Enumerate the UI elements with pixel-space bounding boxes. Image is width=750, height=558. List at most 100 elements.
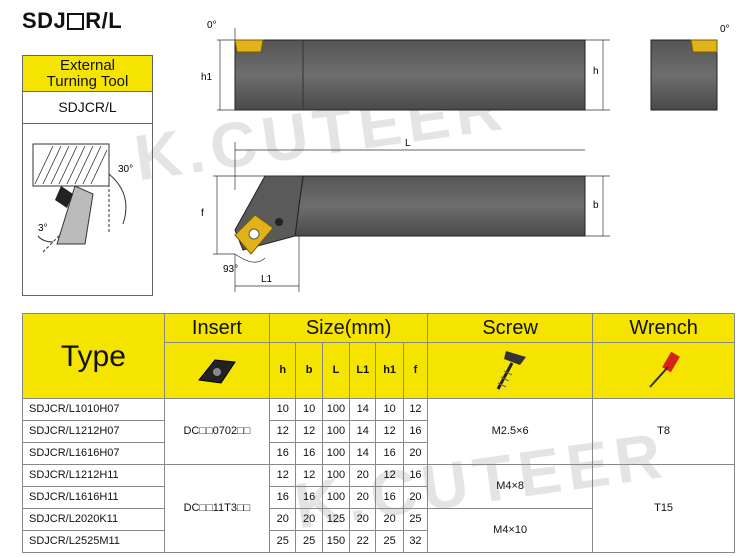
sub-f: f — [402, 342, 429, 399]
sub-b: b — [295, 342, 323, 399]
page-title: SDJ R/L — [22, 8, 122, 34]
cell-type: SDJCR/L2020K11 — [22, 508, 165, 531]
cell-f: 20 — [402, 442, 429, 465]
tool-drawing: h1 h 0° 0° L f b L1 93° — [201, 20, 730, 292]
cell-insert: DC□□11T3□□ — [163, 464, 271, 553]
cell-l: 100 — [321, 486, 351, 509]
tool-info-box: External Turning Tool SDJCR/L 30° 3° — [22, 55, 153, 296]
title-suffix: R/L — [85, 8, 123, 33]
cell-screw: M4×10 — [427, 508, 594, 553]
tool-category: External Turning Tool — [23, 56, 152, 92]
cell-h1: 12 — [375, 420, 404, 443]
screw-icon — [496, 350, 527, 390]
tool-model: SDJCR/L — [23, 92, 152, 124]
placeholder-box-icon — [67, 13, 85, 30]
cell-b: 10 — [295, 398, 323, 421]
cell-l1: 14 — [349, 420, 377, 443]
cell-screw: M4×8 — [427, 464, 594, 509]
cell-h: 12 — [269, 464, 297, 487]
dim-b: b — [593, 200, 599, 211]
cell-h: 20 — [269, 508, 297, 531]
header-insert: Insert — [163, 313, 271, 343]
cell-type: SDJCR/L2525M11 — [22, 530, 165, 553]
cell-h1: 12 — [375, 464, 404, 487]
cutting-angle-diagram: 30° 3° — [32, 143, 133, 253]
angle-93: 93° — [223, 264, 238, 275]
cell-l: 125 — [321, 508, 351, 531]
cell-h: 16 — [269, 486, 297, 509]
cell-f: 25 — [402, 508, 429, 531]
angle-3-label: 3° — [38, 223, 48, 234]
screw-image-cell — [427, 342, 594, 399]
cell-l: 100 — [321, 398, 351, 421]
tool-category-line2: Turning Tool — [46, 73, 129, 90]
cell-h1: 10 — [375, 398, 404, 421]
sub-h: h — [269, 342, 297, 399]
cell-insert: DC□□0702□□ — [163, 398, 271, 465]
cell-wrench: T15 — [592, 464, 735, 553]
cell-h: 12 — [269, 420, 297, 443]
cell-type: SDJCR/L1010H07 — [22, 398, 165, 421]
cell-l1: 20 — [349, 508, 377, 531]
sub-L1: L1 — [349, 342, 377, 399]
dim-h1: h1 — [201, 72, 213, 83]
header-type: Type — [22, 313, 165, 399]
title-prefix: SDJ — [22, 8, 67, 33]
header-wrench: Wrench — [592, 313, 735, 343]
cell-h1: 25 — [375, 530, 404, 553]
sub-h1: h1 — [375, 342, 404, 399]
cell-l: 100 — [321, 420, 351, 443]
cell-l1: 22 — [349, 530, 377, 553]
insert-image-cell — [163, 342, 271, 399]
cell-f: 20 — [402, 486, 429, 509]
cell-f: 32 — [402, 530, 429, 553]
dim-L: L — [405, 138, 411, 149]
insert-side — [234, 39, 264, 53]
cell-screw: M2.5×6 — [427, 398, 594, 465]
cell-b: 12 — [295, 420, 323, 443]
cell-f: 16 — [402, 420, 429, 443]
cell-h: 16 — [269, 442, 297, 465]
cell-l: 100 — [321, 442, 351, 465]
cell-l1: 14 — [349, 442, 377, 465]
cell-b: 25 — [295, 530, 323, 553]
dim-L1: L1 — [261, 274, 273, 285]
cell-b: 20 — [295, 508, 323, 531]
cell-l: 100 — [321, 464, 351, 487]
dim-h: h — [593, 66, 599, 77]
cell-f: 12 — [402, 398, 429, 421]
cell-l1: 14 — [349, 398, 377, 421]
header-size: Size(mm) — [269, 313, 429, 343]
cell-type: SDJCR/L1616H07 — [22, 442, 165, 465]
tool-category-line1: External — [59, 57, 116, 74]
cell-type: SDJCR/L1616H11 — [22, 486, 165, 509]
angle-30-label: 30° — [118, 164, 133, 175]
cell-b: 12 — [295, 464, 323, 487]
cell-h: 10 — [269, 398, 297, 421]
cell-l: 150 — [321, 530, 351, 553]
cell-l1: 20 — [349, 486, 377, 509]
cell-f: 16 — [402, 464, 429, 487]
angle-zero-right: 0° — [720, 24, 730, 35]
dim-f: f — [201, 208, 204, 219]
cell-h1: 16 — [375, 442, 404, 465]
cell-wrench: T8 — [592, 398, 735, 465]
cell-h: 25 — [269, 530, 297, 553]
cell-b: 16 — [295, 486, 323, 509]
sub-L: L — [321, 342, 351, 399]
insert-icon — [197, 358, 236, 384]
cell-h1: 20 — [375, 508, 404, 531]
cell-type: SDJCR/L1212H07 — [22, 420, 165, 443]
cell-type: SDJCR/L1212H11 — [22, 464, 165, 487]
insert-end — [690, 39, 718, 53]
cell-h1: 16 — [375, 486, 404, 509]
torx-wrench-icon — [648, 351, 680, 388]
cell-l1: 20 — [349, 464, 377, 487]
spec-table: Type Insert Size(mm) Screw Wrench h b L … — [22, 313, 735, 553]
